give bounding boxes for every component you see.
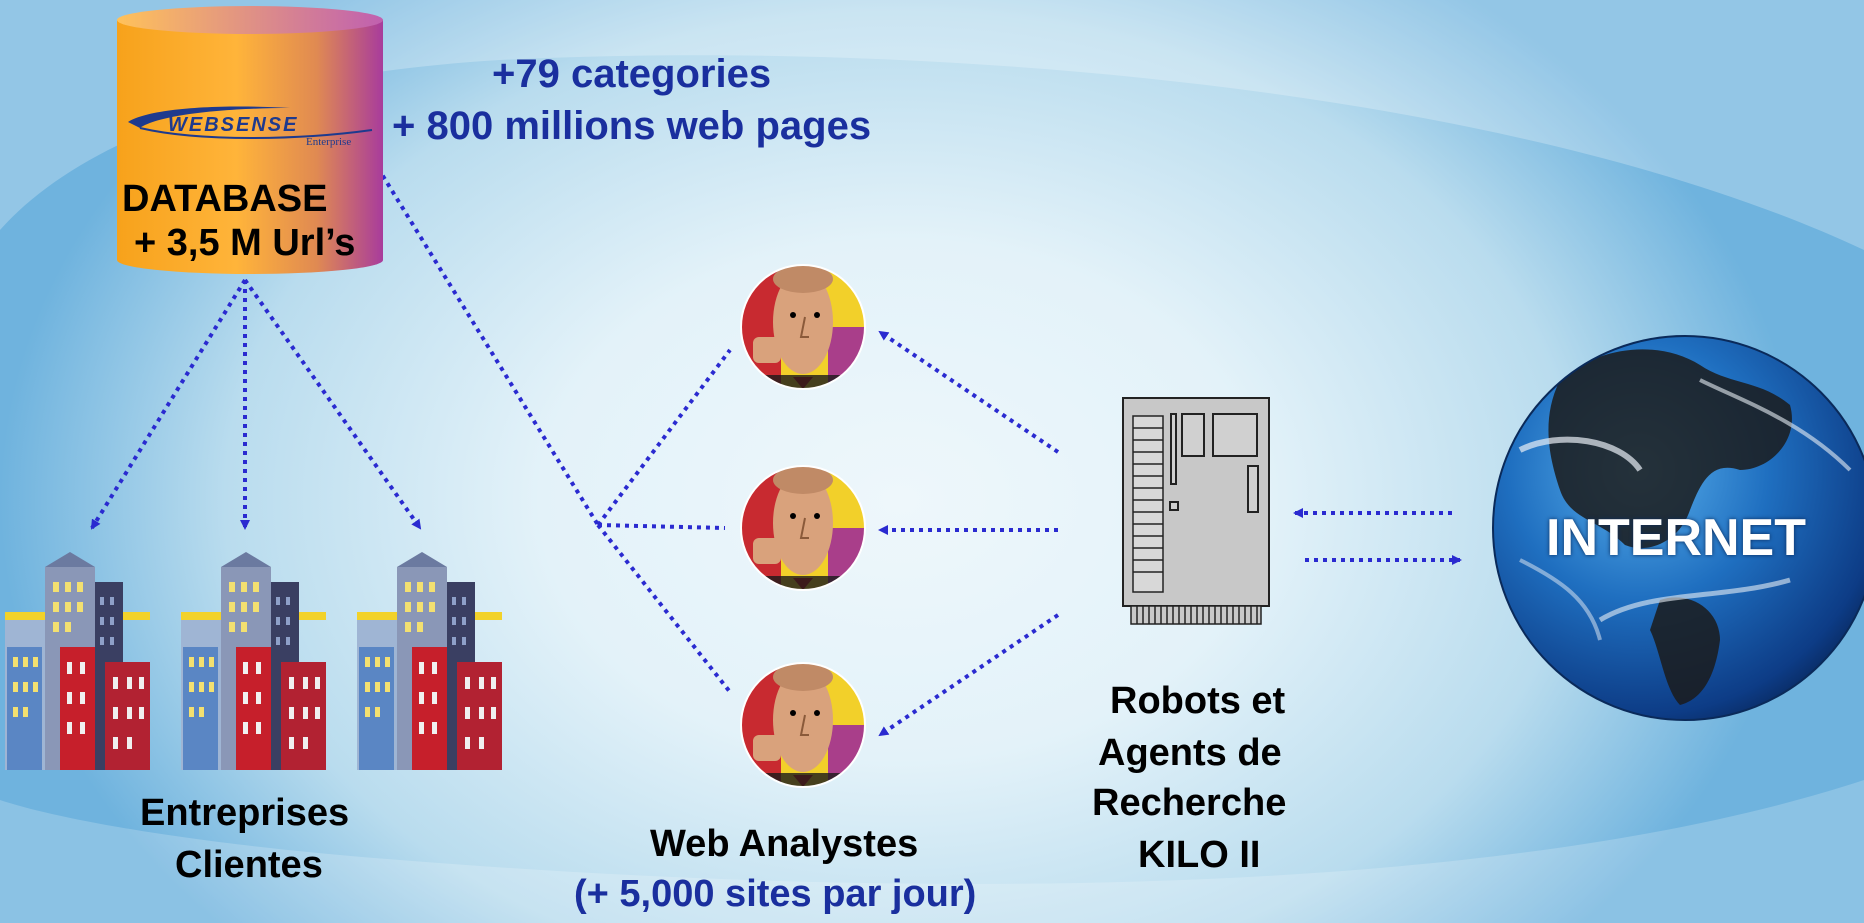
arrow-db-client-3 <box>243 278 422 530</box>
line-hub-analyst-1 <box>596 348 732 527</box>
database-logo-subtitle: Enterprise <box>306 136 352 148</box>
database-title: DATABASE <box>122 178 328 220</box>
line-hub-analyst-2 <box>597 523 726 530</box>
stats-categories: +79 categories <box>492 52 772 96</box>
robots-label-line2: Agents de <box>1098 732 1282 774</box>
analysts-label-line1: Web Analystes <box>650 823 919 865</box>
clients-label-line2: Clientes <box>175 844 323 886</box>
clients-label-line1: Entreprises <box>140 792 350 834</box>
robots-label-line3: Recherche <box>1092 782 1287 824</box>
database-url-count: + 3,5 M Url’s <box>134 222 356 264</box>
robots-label-line4: KILO II <box>1138 834 1261 876</box>
internet-label: INTERNET <box>1546 509 1806 567</box>
stats-web-pages: + 800 millions web pages <box>392 104 872 148</box>
arrow-db-client-1 <box>90 278 247 530</box>
database-logo-text: WEBSENSE <box>168 114 299 136</box>
analysts-label-line2: (+ 5,000 sites par jour) <box>574 873 977 915</box>
line-db-hub <box>376 166 600 527</box>
robots-label-line1: Robots et <box>1110 680 1286 722</box>
